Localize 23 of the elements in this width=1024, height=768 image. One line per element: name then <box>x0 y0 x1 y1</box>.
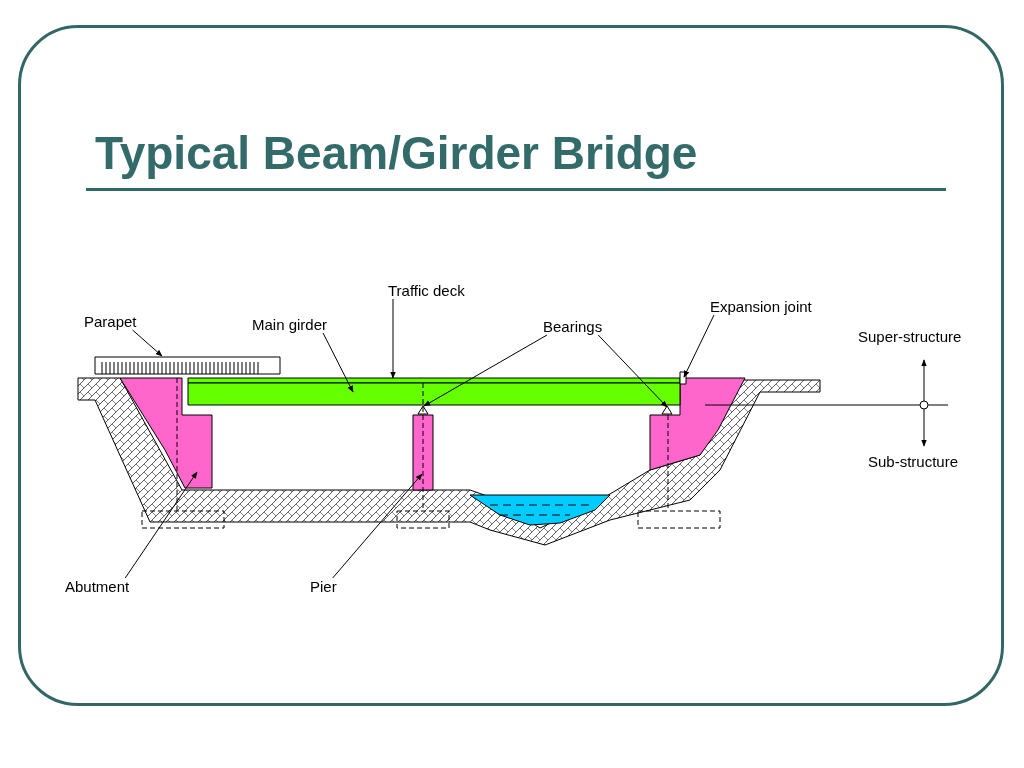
expansion-joint-symbol <box>679 371 687 385</box>
leader-line <box>597 334 668 408</box>
leader-line <box>390 298 396 379</box>
part-label: Main girder <box>252 316 328 333</box>
part-label: Expansion joint <box>710 298 812 315</box>
leader-line <box>124 471 198 579</box>
part-label: Parapet <box>84 313 137 330</box>
part-label: Pier <box>310 578 337 595</box>
part-label: Abutment <box>65 578 130 595</box>
part-label: Bearings <box>543 318 603 335</box>
abutment <box>119 377 213 489</box>
leader-line <box>132 329 163 357</box>
slide-title: Typical Beam/Girder Bridge <box>95 126 698 180</box>
leader-line <box>683 314 715 378</box>
structure-label: Sub-structure <box>868 453 959 470</box>
structure-label: Super-structure <box>858 328 962 345</box>
part-label: Traffic deck <box>388 282 465 299</box>
pier <box>412 414 434 491</box>
leader-line <box>322 332 354 393</box>
leader-line <box>332 473 423 579</box>
main-girder <box>187 382 681 406</box>
parapet-railing <box>94 356 281 375</box>
leader-line <box>423 334 548 407</box>
